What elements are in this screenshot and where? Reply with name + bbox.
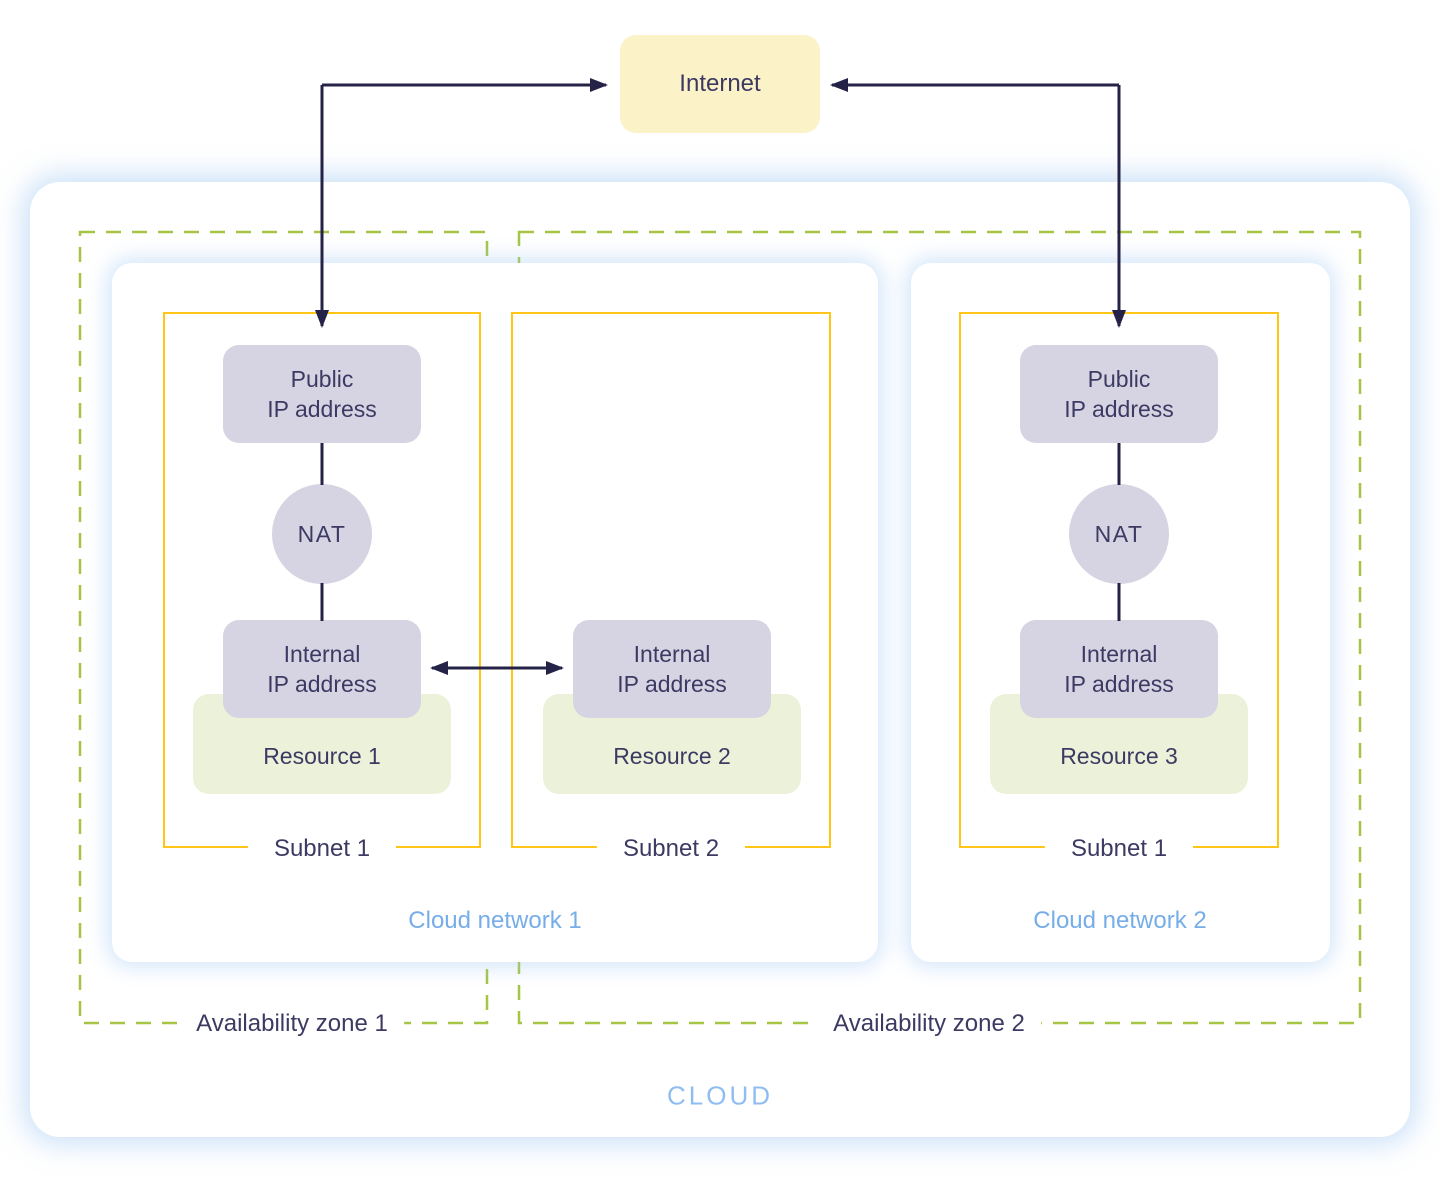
subnet-1-label: Subnet 1 (247, 833, 397, 865)
internet-label: Internet (679, 70, 761, 97)
public-ip-node-1: Public IP address (223, 345, 421, 443)
public-ip-node-2: Public IP address (1020, 345, 1218, 443)
cloud-network-1-label: Cloud network 1 (408, 907, 582, 934)
cloud-network-2-label: Cloud network 2 (1033, 907, 1207, 934)
availability-zone-1-label: Availability zone 1 (180, 1008, 404, 1040)
nat-node-1: NAT (272, 484, 372, 584)
nat-node-2: NAT (1069, 484, 1169, 584)
internet-node: Internet (620, 35, 820, 133)
internal-ip-node-1: Internal IP address (223, 620, 421, 718)
internal-ip-node-2: Internal IP address (573, 620, 771, 718)
cloud-label: CLOUD (666, 1080, 774, 1111)
subnet-3-label: Subnet 1 (1044, 833, 1194, 865)
availability-zone-2-label: Availability zone 2 (817, 1008, 1041, 1040)
subnet-2-label: Subnet 2 (596, 833, 746, 865)
internal-ip-node-2-right: Internal IP address (1020, 620, 1218, 718)
